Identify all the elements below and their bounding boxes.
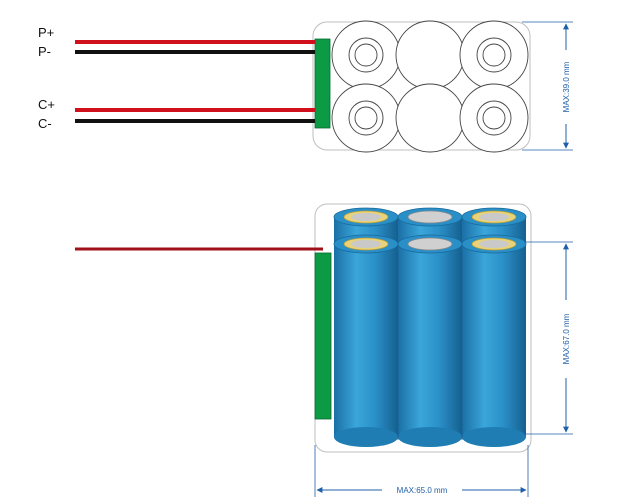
cell-front-3-body xyxy=(462,244,526,437)
terminal-ring-inner xyxy=(354,43,378,67)
cell-top-2 xyxy=(395,20,465,90)
dimension-label-65mm: MAX:65.0 mm xyxy=(397,486,448,495)
dimension-side-height: MAX:67.0 mm xyxy=(524,241,573,435)
terminal-ring-inner xyxy=(354,106,378,130)
cell-back-2-cap xyxy=(407,210,453,224)
label-c-plus: C+ xyxy=(38,97,55,112)
cell-front-1-cap-center xyxy=(351,240,381,248)
terminal-ring-inner xyxy=(482,43,506,67)
dimension-label-39mm: MAX:39.0 mm xyxy=(562,61,571,112)
top-view-wires xyxy=(75,40,315,123)
terminal-ring-inner xyxy=(482,106,506,130)
cell-front-2-bottom xyxy=(398,427,462,447)
label-c-minus: C- xyxy=(38,116,52,131)
cell-front-2-body xyxy=(398,244,462,437)
cell-front-1-bottom xyxy=(334,427,398,447)
cell-back-1-cap-center xyxy=(351,213,381,221)
dimension-width: MAX:65.0 mm xyxy=(314,445,529,497)
dimension-top-height: MAX:39.0 mm xyxy=(522,21,573,151)
cell-front-3-bottom xyxy=(462,427,526,447)
dimension-label-67mm: MAX:67.0 mm xyxy=(562,313,571,364)
cell-front-2-cap xyxy=(407,237,453,251)
pcb-side-view xyxy=(314,252,332,420)
front-row-cells xyxy=(333,234,527,447)
label-p-minus: P- xyxy=(38,44,51,59)
cell-back-3-cap-center xyxy=(479,213,509,221)
cell-front-1-body xyxy=(334,244,398,437)
top-view: P+ P- C+ C- MAX:39.0 mm xyxy=(38,20,573,153)
cell-top-5 xyxy=(395,83,465,153)
pcb-top-view xyxy=(314,38,331,129)
cell-front-3-cap-center xyxy=(479,240,509,248)
label-p-plus: P+ xyxy=(38,25,54,40)
side-view: MAX:67.0 mm MAX:65.0 mm xyxy=(75,203,573,497)
top-view-cells xyxy=(331,20,529,153)
